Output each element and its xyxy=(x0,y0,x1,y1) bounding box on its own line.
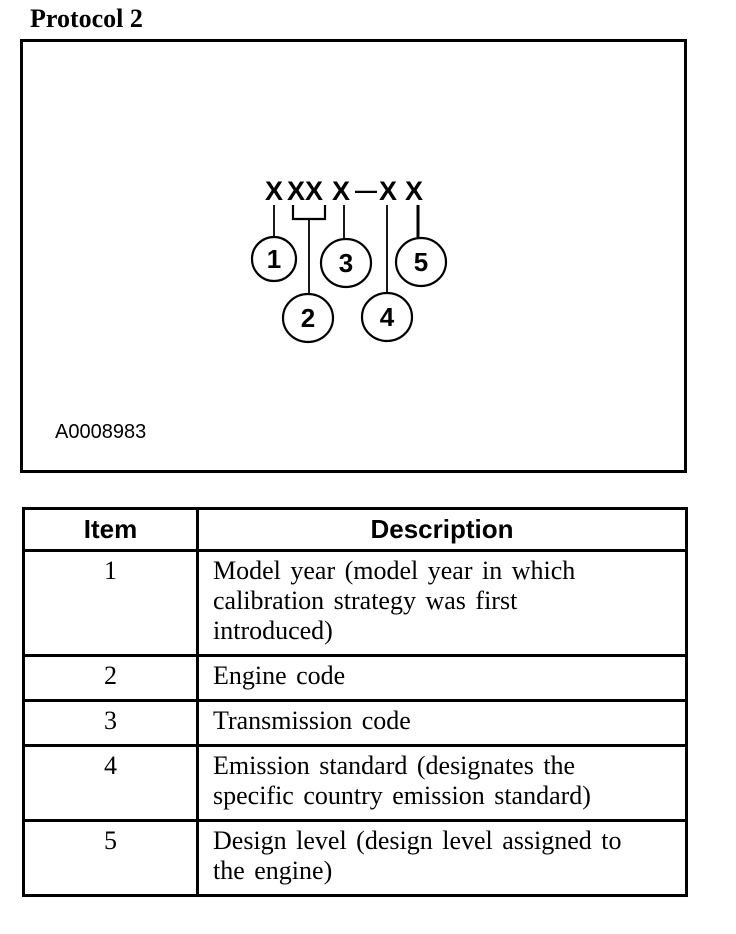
description-cell: Model year (model year in which calibrat… xyxy=(196,549,688,657)
code-char-2: XX xyxy=(287,176,323,206)
table-row-5: 5 Design level (design level assigned to… xyxy=(22,819,688,897)
callout-bracket-2 xyxy=(291,205,327,221)
figure-box: X XX X — X X 1 2 3 4 5 xyxy=(20,39,687,473)
description-text: Emission standard (designates the specif… xyxy=(213,751,591,810)
description-cell: Transmission code xyxy=(196,699,688,747)
table-row-3: 3 Transmission code xyxy=(22,699,688,747)
column-header-description: Description xyxy=(196,507,688,552)
code-char-3: X xyxy=(332,176,350,206)
callout-circle-3 xyxy=(319,237,373,289)
callout-number-1: 1 xyxy=(267,244,281,274)
item-cell: 1 xyxy=(22,549,199,657)
table-header-row: Item Description xyxy=(22,507,688,552)
code-char-5: X xyxy=(405,176,423,206)
description-text: Design level (design level assigned to t… xyxy=(213,826,622,885)
callout-circle-4 xyxy=(360,291,414,343)
description-text: Transmission code xyxy=(213,706,411,735)
item-cell: 5 xyxy=(22,819,199,897)
code-char-4: X xyxy=(379,176,397,206)
description-cell: Engine code xyxy=(196,654,688,702)
description-text: Model year (model year in which calibrat… xyxy=(213,556,576,645)
callout-number-2: 2 xyxy=(301,303,315,333)
callout-circle-5 xyxy=(394,236,448,288)
table-row-4: 4 Emission standard (designates the spec… xyxy=(22,744,688,822)
description-cell: Emission standard (designates the specif… xyxy=(196,744,688,822)
callout-number-5: 5 xyxy=(414,247,428,277)
item-description-table: Item Description 1 Model year (model yea… xyxy=(22,507,688,897)
code-char-1: X xyxy=(265,176,283,206)
part-code-diagram: X XX X — X X 1 2 3 4 5 xyxy=(250,176,448,344)
table-row-1: 1 Model year (model year in which calibr… xyxy=(22,549,688,657)
callout-number-4: 4 xyxy=(380,302,395,332)
item-cell: 2 xyxy=(22,654,199,702)
column-header-item: Item xyxy=(22,507,199,552)
figure-image-code: A0008983 xyxy=(55,421,147,443)
callout-circle-2 xyxy=(281,292,335,344)
description-text: Engine code xyxy=(213,661,346,690)
code-dash: — xyxy=(355,178,377,203)
page-title: Protocol 2 xyxy=(30,4,143,33)
description-cell: Design level (design level assigned to t… xyxy=(196,819,688,897)
callout-circle-1 xyxy=(250,235,298,283)
table-row-2: 2 Engine code xyxy=(22,654,688,702)
callout-number-3: 3 xyxy=(339,248,353,278)
item-cell: 4 xyxy=(22,744,199,822)
item-cell: 3 xyxy=(22,699,199,747)
